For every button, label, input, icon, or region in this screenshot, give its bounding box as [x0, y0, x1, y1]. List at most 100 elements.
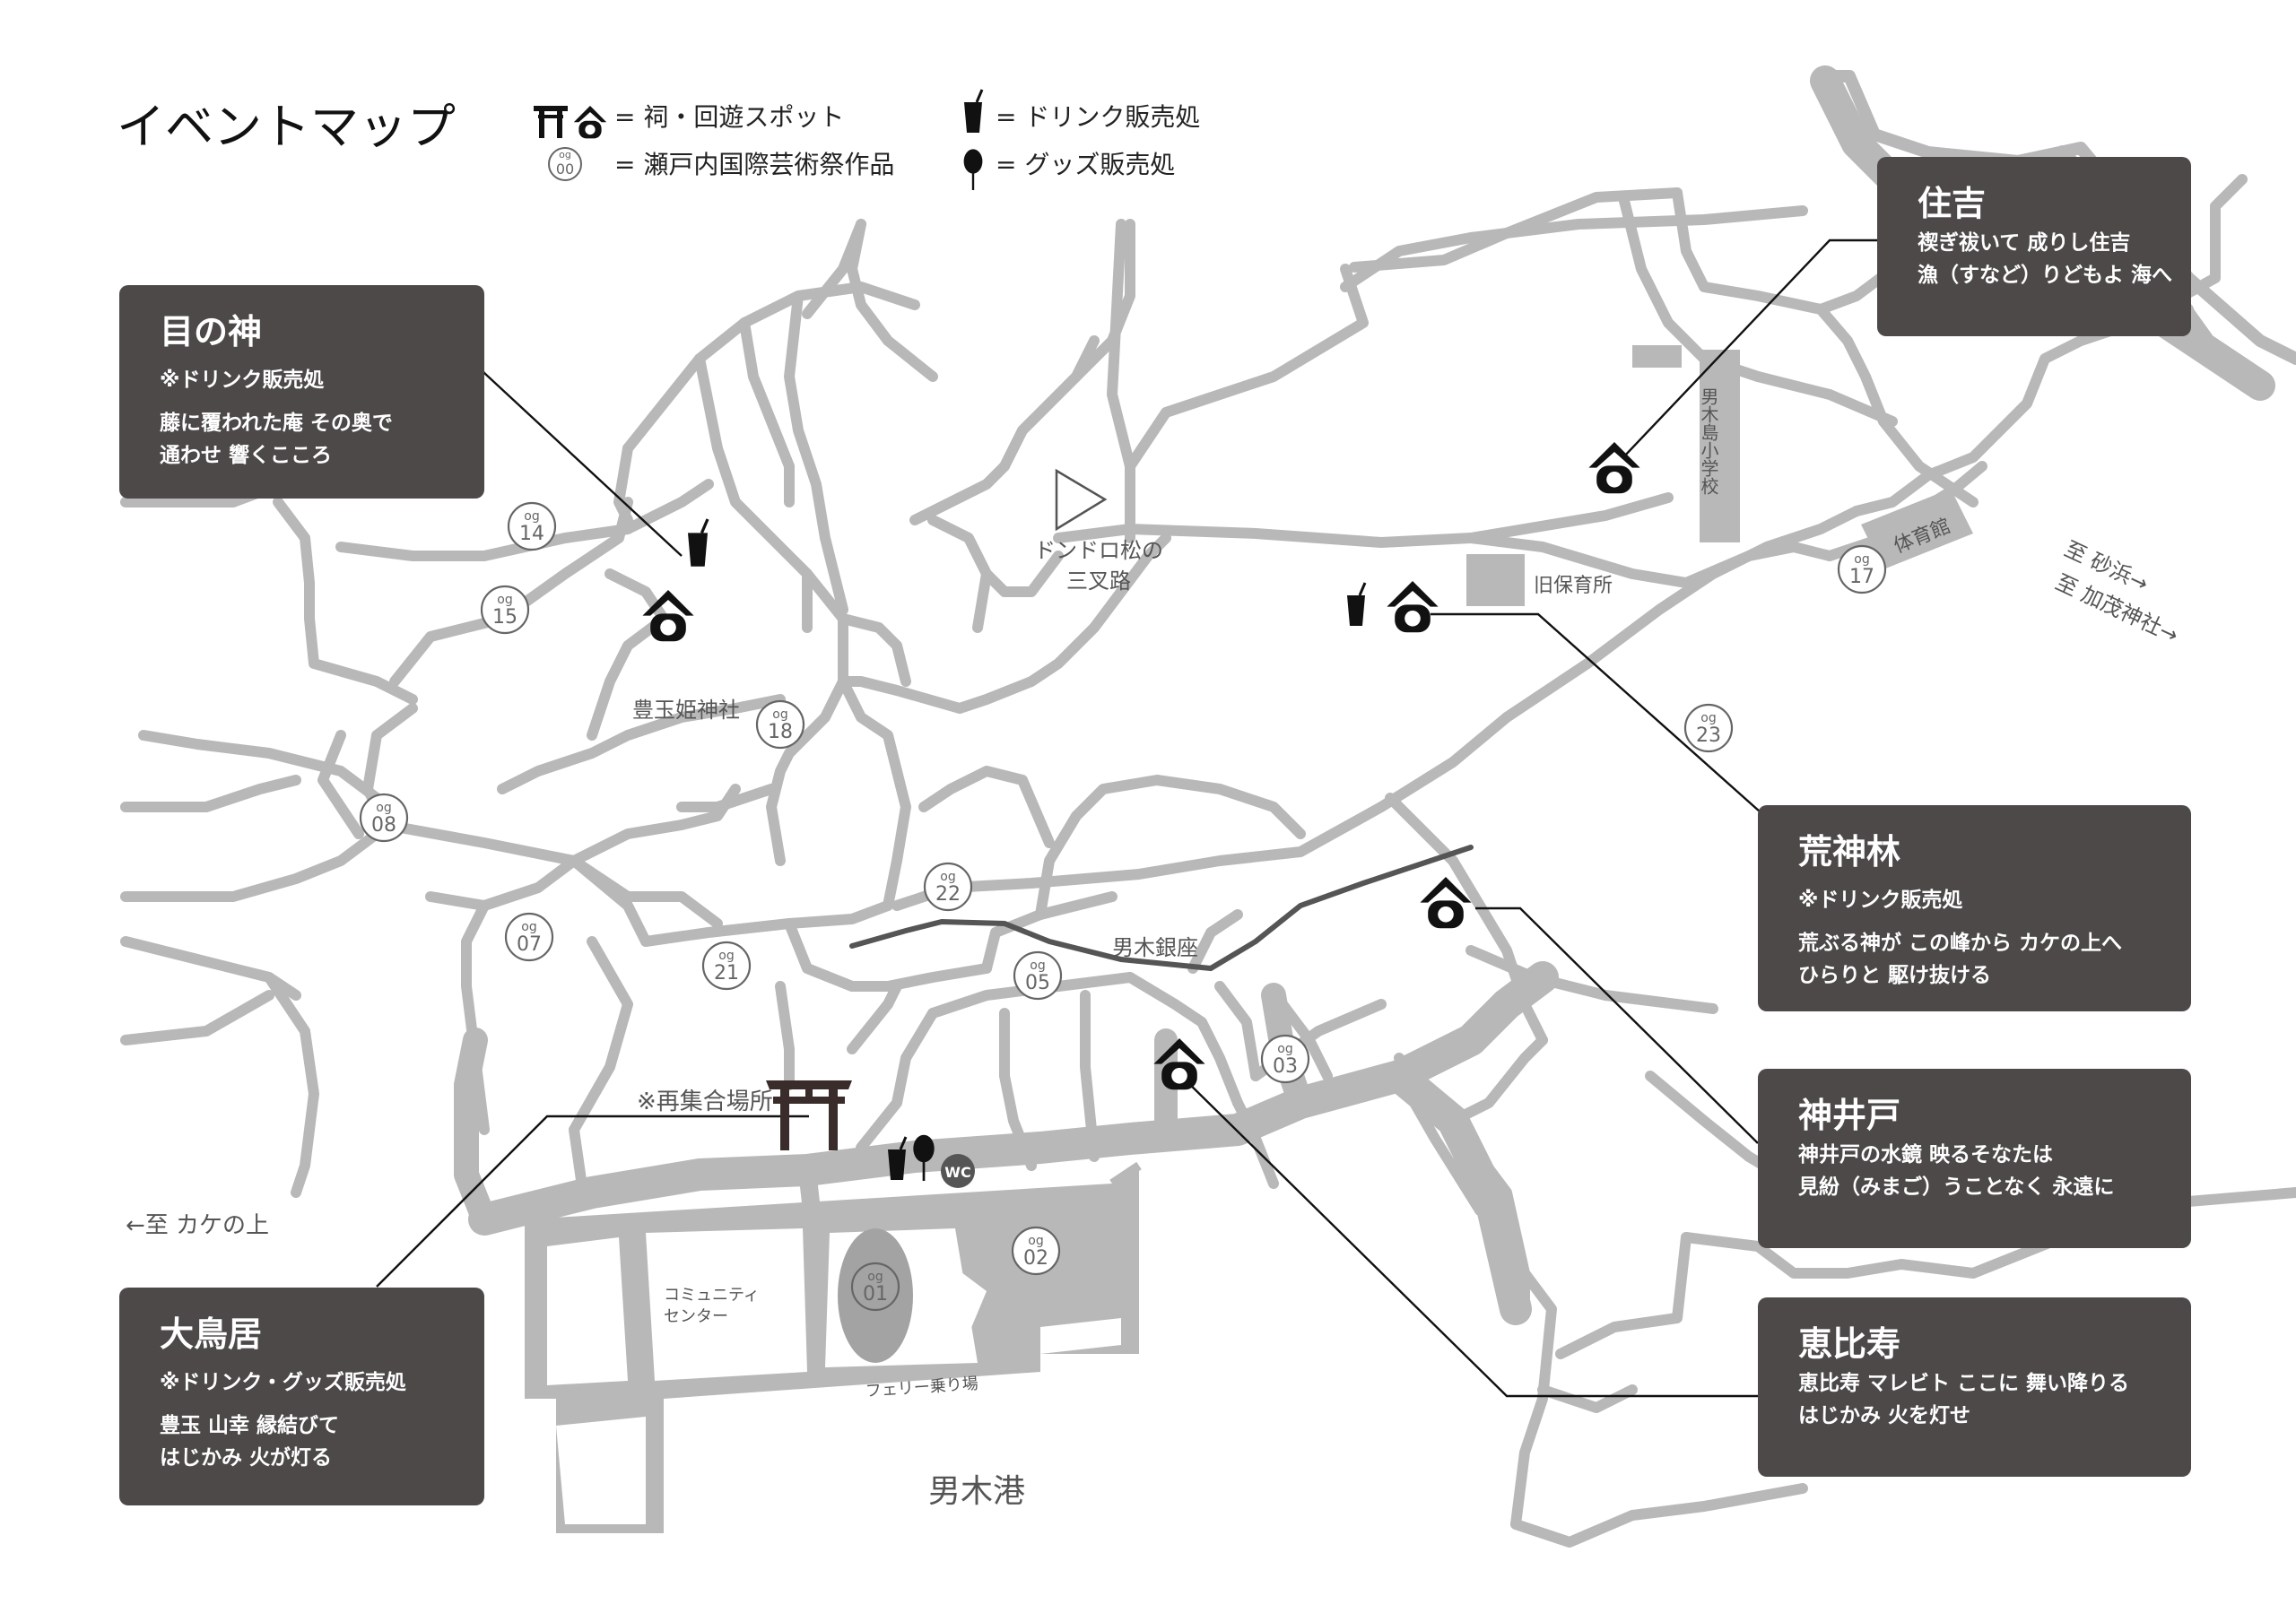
info-box-verse: 見紛（みまご）うことなく 永遠に: [1798, 1175, 2114, 1199]
art-spot-number: 08: [371, 814, 396, 837]
art-spot-prefix: og: [524, 509, 539, 524]
info-box-verse: 漁（すなど）りどもよ 海へ: [1918, 263, 2172, 287]
wc-icon: WC: [941, 1154, 975, 1188]
info-box-verse: はじかみ 火を灯せ: [1798, 1404, 1970, 1427]
label-toyotama: 豊玉姫神社: [632, 698, 740, 723]
art-spot-prefix: og: [1700, 711, 1716, 725]
dondoro-triangle-icon: [1055, 468, 1108, 532]
info-box-title: 住吉: [1918, 184, 1986, 223]
info-box-title: 目の神: [160, 312, 262, 351]
info-box-note: ※ドリンク販売処: [160, 368, 325, 392]
label-community-2: センター: [664, 1307, 728, 1326]
label-dondoro-1: ドンドロ松の: [1034, 538, 1163, 563]
art-spot-prefix: og: [940, 870, 955, 884]
art-spot-prefix: og: [521, 920, 536, 934]
art-spot-number: 07: [517, 933, 542, 956]
label-community-1: コミュニティ: [664, 1286, 760, 1305]
svg-text:WC: WC: [944, 1164, 970, 1181]
art-spot-number: 01: [863, 1283, 888, 1305]
art-spot-number: 03: [1273, 1055, 1298, 1078]
otogi-ginza-route: [849, 845, 1474, 972]
otorii-goods-icon: [911, 1133, 936, 1183]
menokami-drink-icon: [686, 517, 709, 568]
art-spot-number: 22: [935, 883, 961, 906]
main-coastal-road: [454, 961, 1559, 1325]
map-title: イベントマップ: [117, 99, 456, 155]
art-spot-number: 05: [1025, 972, 1050, 994]
art-spot-prefix: og: [1028, 1234, 1043, 1248]
art-spot-prefix: og: [772, 707, 787, 722]
label-kyu-hoikusho: 旧保育所: [1534, 575, 1613, 597]
art-spot-number: 17: [1849, 566, 1874, 588]
info-box-note: ※ドリンク・グッズ販売処: [160, 1370, 407, 1394]
legend-drink-icon: [962, 88, 984, 134]
legend-art-label: = 瀬戸内国際芸術祭作品: [614, 150, 894, 179]
legend-hokora-icon: [573, 106, 607, 139]
art-spot-number: 02: [1023, 1247, 1048, 1270]
harbor-area: [525, 1161, 1142, 1533]
arakami-drink-icon: [1345, 581, 1367, 628]
art-spot-number: 15: [492, 606, 517, 629]
legend-goods-icon: [962, 148, 984, 192]
arakami-hokora-icon: [1387, 581, 1439, 633]
info-box-verse: 藤に覆われた庵 その奥で: [160, 411, 393, 435]
label-to-kake: ←至 カケの上: [126, 1212, 269, 1239]
buildings: [1466, 345, 1973, 606]
art-spot-number: 14: [519, 523, 544, 545]
info-box-verse: ひらりと 駆け抜ける: [1798, 963, 1991, 987]
label-otogi-ginza: 男木銀座: [1112, 935, 1198, 960]
art-spot-prefix: og: [718, 949, 734, 963]
legend-drink-label: = ドリンク販売処: [996, 102, 1200, 132]
info-box-title: 荒神林: [1798, 832, 1900, 872]
info-box-verse: はじかみ 火が灯る: [160, 1445, 332, 1470]
legend-shrine-label: = 祠・回遊スポット: [614, 102, 844, 132]
info-box-verse: 豊玉 山幸 縁結びて: [160, 1413, 339, 1437]
info-box-verse: 禊ぎ祓いて 成りし住吉: [1918, 230, 2130, 255]
legend-art-icon: og 00: [548, 147, 582, 181]
legend-torii-icon: [534, 106, 568, 138]
place-labels: ドンドロ松の 三叉路 旧保育所 豊玉姫神社 男木銀座 ※再集合場所 男木島小学校…: [126, 387, 2182, 1510]
svg-text:og: og: [559, 149, 571, 160]
info-box-note: ※ドリンク販売処: [1798, 888, 1963, 912]
label-saishugo: ※再集合場所: [637, 1089, 773, 1115]
map-icons: WC: [642, 442, 1640, 1188]
legend-goods-label: = グッズ販売処: [996, 150, 1175, 179]
art-spot-number: 18: [768, 721, 793, 743]
leader-lines: [376, 239, 1879, 1398]
info-box-verse: 通わせ 響くこころ: [160, 443, 332, 467]
art-spot-prefix: og: [1030, 958, 1045, 973]
art-spot-number: 23: [1696, 724, 1721, 747]
info-box-verse: 荒ぶる神が この峰から カケの上へ: [1798, 931, 2122, 955]
sumiyoshi-hokora-icon: [1588, 442, 1640, 494]
legend: イベントマップ = 祠・回遊スポット og 00 = 瀬戸内国際芸術祭作品 = …: [117, 88, 1200, 192]
art-spot-number: 21: [714, 962, 739, 984]
art-spot-prefix: og: [1854, 552, 1869, 567]
info-box-verse: 恵比寿 マレビト ここに 舞い降りる: [1798, 1371, 2129, 1395]
art-spot-prefix: og: [376, 801, 391, 815]
svg-text:00: 00: [556, 160, 574, 178]
art-spot-prefix: og: [497, 593, 512, 607]
info-box-title: 神井戸: [1798, 1096, 1900, 1135]
label-school: 男木島小学校: [1698, 387, 1719, 495]
